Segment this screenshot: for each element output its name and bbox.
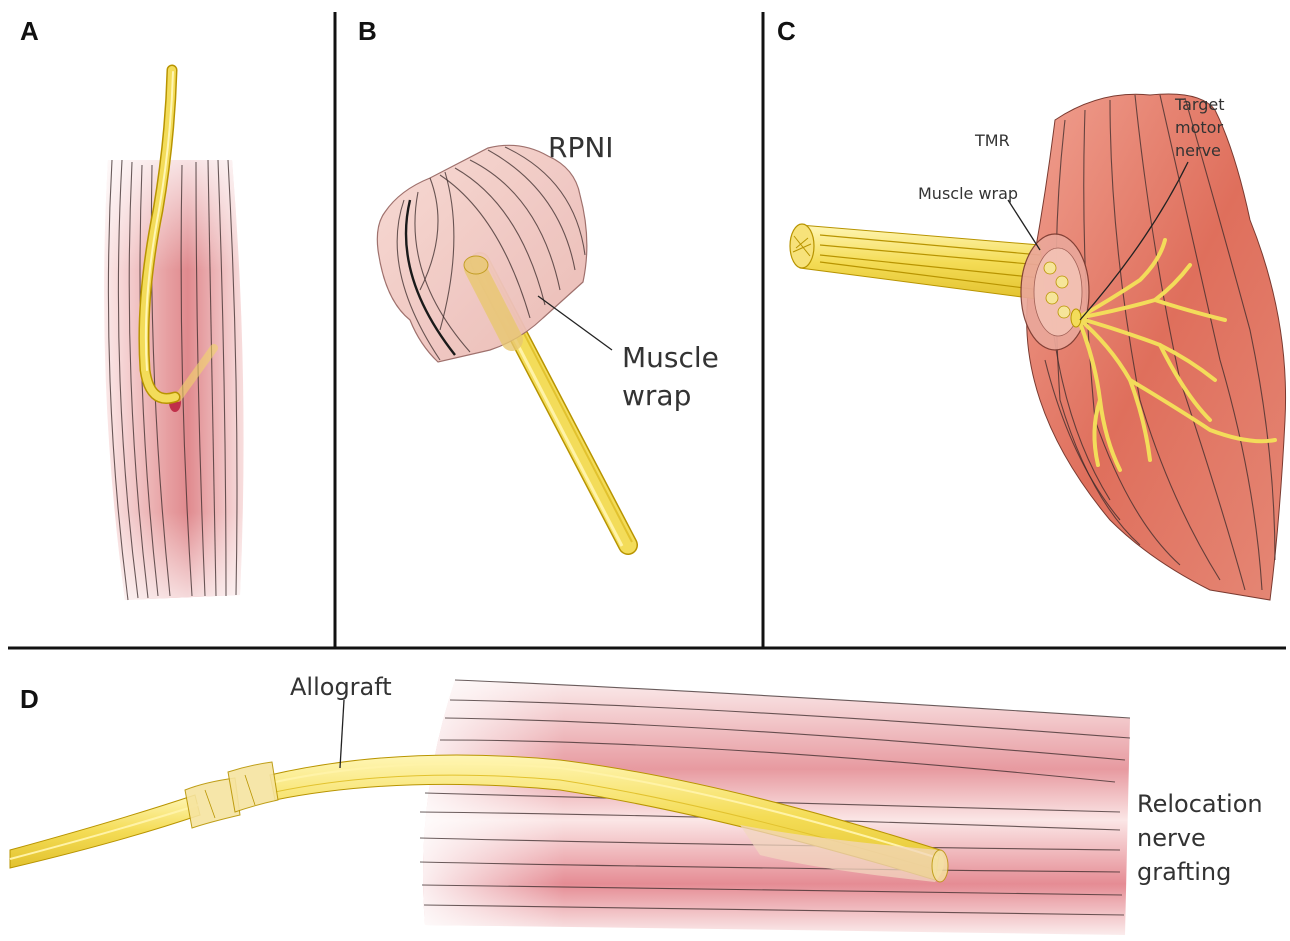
target-motor-nerve-label-line2: motor xyxy=(1175,118,1223,137)
nerve-conduit-distal xyxy=(228,762,278,812)
panel-c: C xyxy=(777,16,1286,600)
donor-nerve xyxy=(790,224,1045,300)
allograft-label: Allograft xyxy=(290,673,392,701)
relocation-label-line2: nerve xyxy=(1137,824,1206,852)
panel-letter-d: D xyxy=(20,684,39,714)
panel-letter-a: A xyxy=(20,16,39,46)
panel-letter-b: B xyxy=(358,16,377,46)
panel-letter-c: C xyxy=(777,16,796,46)
panel-a: A xyxy=(20,16,244,600)
target-motor-nerve-label-line3: nerve xyxy=(1175,141,1221,160)
relocation-label-line3: grafting xyxy=(1137,858,1231,886)
tmr-muscle-wrap xyxy=(1021,234,1089,350)
muscle-wrap-label-line1: Muscle xyxy=(622,341,719,374)
relocation-label-line1: Relocation xyxy=(1137,790,1263,818)
muscle-wrap-label-line2: wrap xyxy=(622,379,691,412)
muscle-wrap-label-c: Muscle wrap xyxy=(918,184,1018,203)
rpni-label: RPNI xyxy=(548,131,614,164)
panel-b: B RPNI Muscle w xyxy=(358,16,719,546)
allograft-leader-line xyxy=(340,700,344,768)
rpni-muscle-wrap xyxy=(377,145,587,362)
target-motor-nerve-label-line1: Target xyxy=(1174,95,1225,114)
panel-d: D xyxy=(10,673,1263,935)
muscle-illustration xyxy=(104,160,244,600)
muscle-wrap-leader-line xyxy=(538,296,612,350)
tmr-label: TMR xyxy=(974,131,1010,150)
coaptation-site xyxy=(1071,309,1081,327)
